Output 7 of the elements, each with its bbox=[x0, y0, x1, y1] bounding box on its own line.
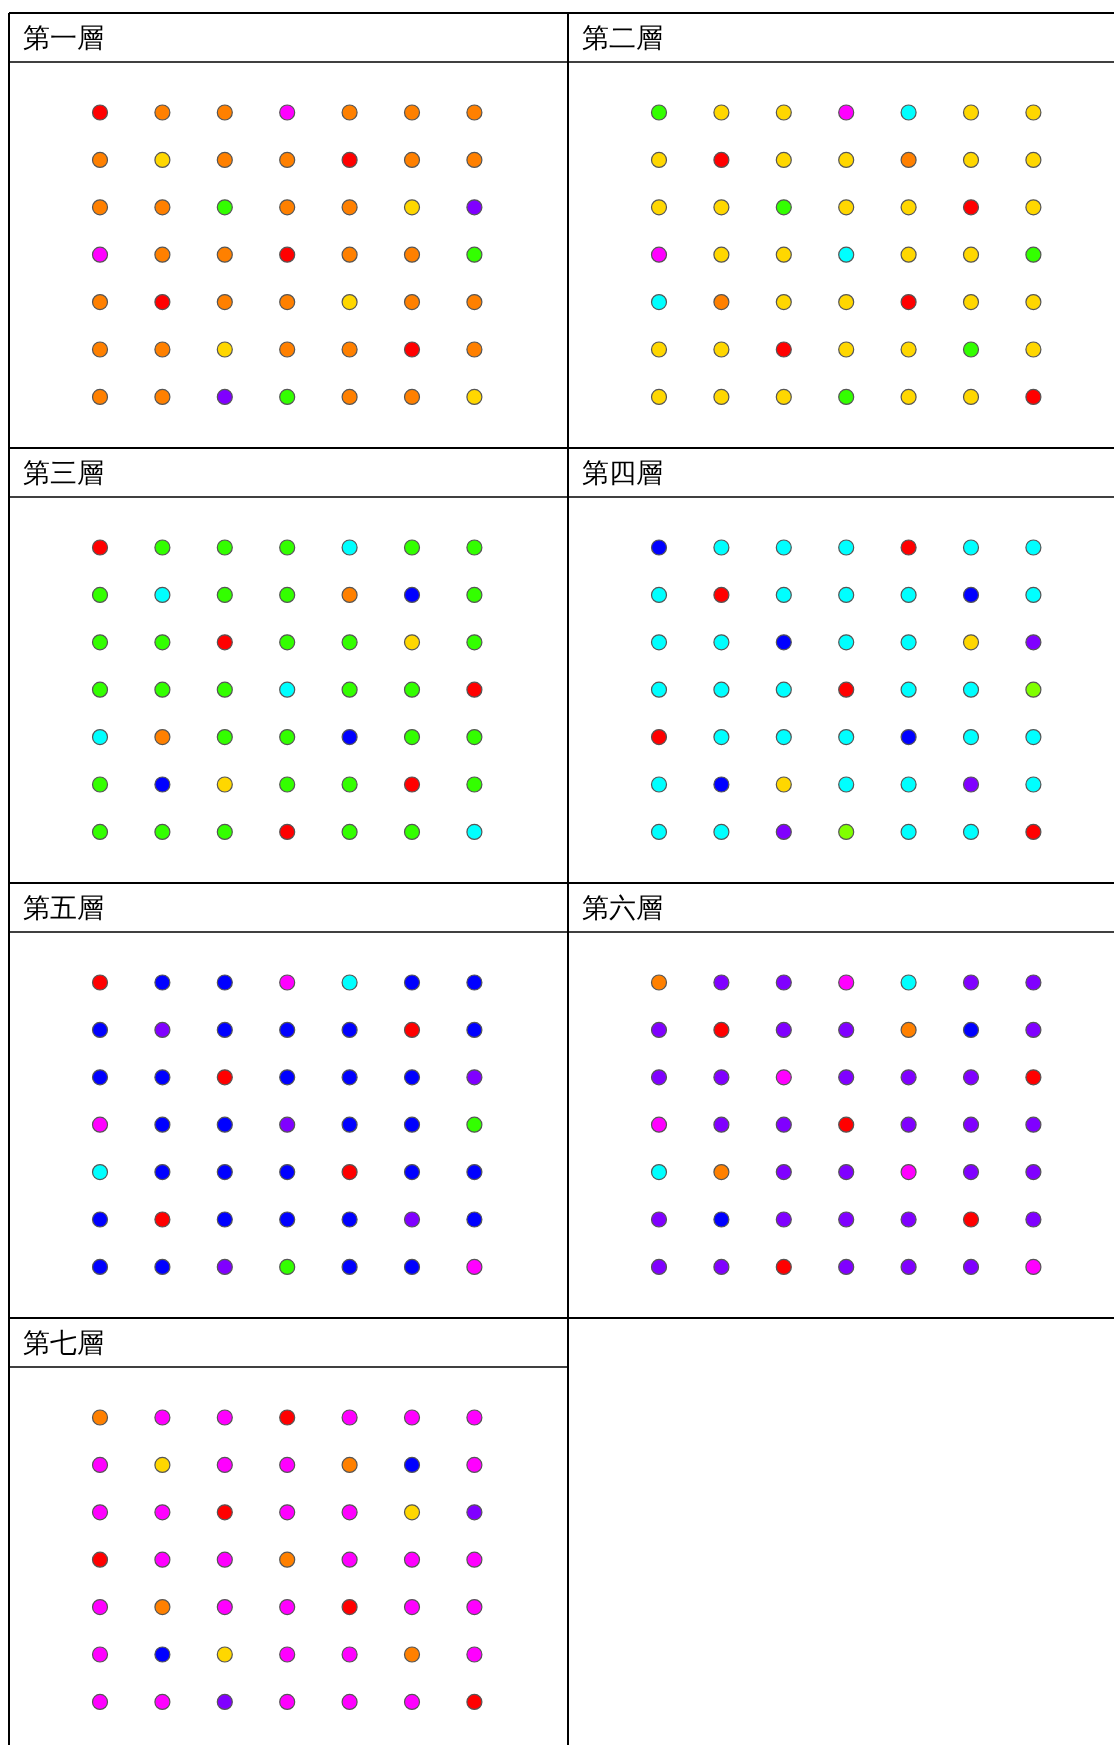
panel-heading: 第六層 bbox=[582, 894, 663, 921]
panel-heading: 第七層 bbox=[23, 1329, 104, 1356]
panel-heading: 第二層 bbox=[582, 24, 663, 51]
panel-heading: 第一層 bbox=[23, 24, 104, 51]
panel-heading: 第三層 bbox=[23, 459, 104, 486]
panel-heading: 第五層 bbox=[23, 894, 104, 921]
panel-heading: 第四層 bbox=[582, 459, 663, 486]
